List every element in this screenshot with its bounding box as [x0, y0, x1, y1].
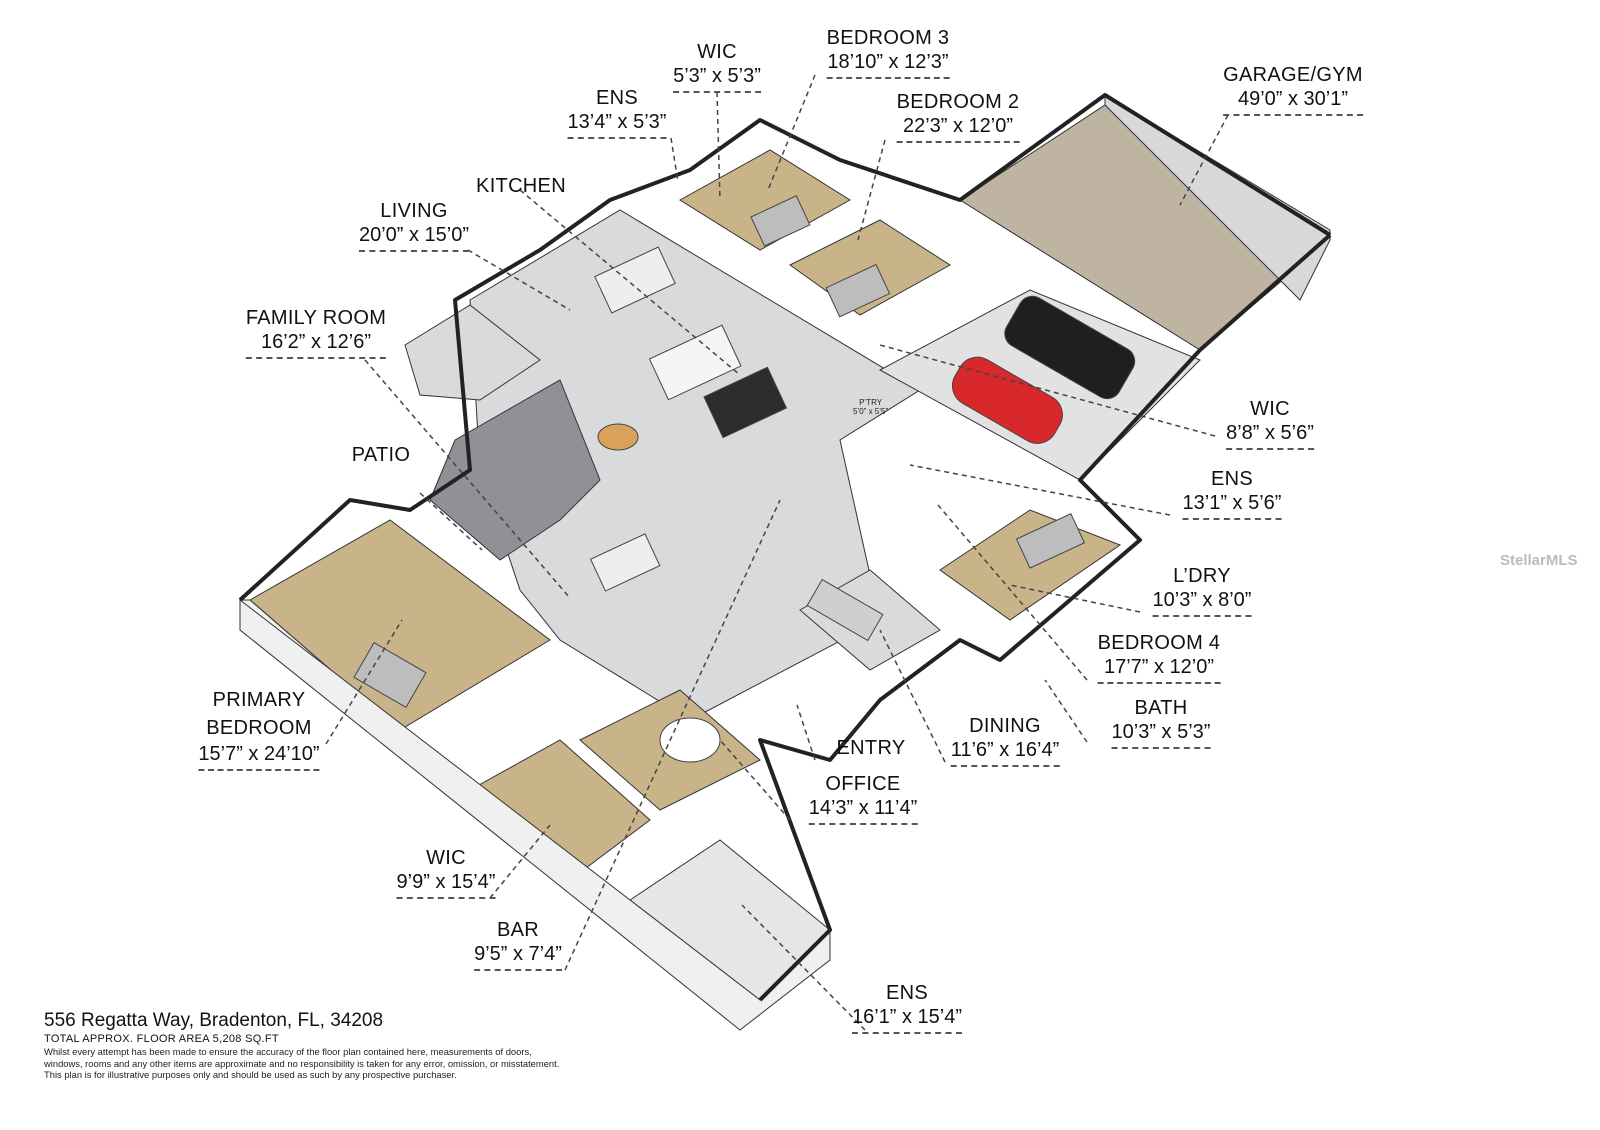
- garage-floor: [878, 289, 1201, 481]
- room-name: BEDROOM 2: [896, 91, 1020, 113]
- leader-lines: [325, 74, 1229, 1031]
- room-dimensions: 9’5” x 7’4”: [474, 942, 562, 971]
- room-name: BATH: [1134, 697, 1188, 719]
- room-label-bedroom-2: BEDROOM 2 22’3” x 12’0”: [896, 90, 1020, 143]
- disclaimer-line-3: This plan is for illustrative purposes o…: [44, 1069, 457, 1080]
- pantry-label: P’TRY 5’0” x 5’5”: [853, 398, 888, 416]
- room-label-wic-top: WIC 5’3” x 5’3”: [673, 40, 761, 93]
- room-dimensions: 16’1” x 15’4”: [851, 1005, 963, 1034]
- room-name: WIC: [1250, 398, 1290, 420]
- room-name: OFFICE: [825, 773, 901, 795]
- room-label-bar: BAR 9’5” x 7’4”: [474, 918, 562, 971]
- room-label-office: OFFICE 14’3” x 11’4”: [808, 772, 918, 825]
- room-label-garage-gym: GARAGE/GYM 49’0” x 30’1”: [1223, 63, 1363, 116]
- room-label-wic-primary: WIC 9’9” x 15’4”: [396, 846, 496, 899]
- room-dimensions: 13’1” x 5’6”: [1182, 491, 1282, 520]
- room-label-entry: ENTRY: [837, 736, 906, 760]
- room-label-bath: BATH 10’3” x 5’3”: [1111, 696, 1211, 749]
- pantry-dimensions: 5’0” x 5’5”: [853, 407, 889, 416]
- disclaimer-line-2: windows, rooms and any other items are a…: [44, 1057, 560, 1069]
- room-dimensions: 11’6” x 16’4”: [950, 738, 1060, 767]
- room-dimensions: 17’7” x 12’0”: [1097, 655, 1221, 684]
- room-dimensions: 10’3” x 5’3”: [1111, 720, 1211, 749]
- family-room-deck: [404, 304, 541, 401]
- room-label-ens-top: ENS 13’4” x 5’3”: [567, 86, 667, 139]
- room-dimensions: 16’2” x 12’6”: [245, 330, 387, 359]
- room-name: ENS: [1210, 468, 1254, 490]
- room-name: KITCHEN: [476, 175, 566, 197]
- room-label-bedroom-3: BEDROOM 3 18’10” x 12’3”: [826, 26, 950, 79]
- room-name: BAR: [496, 919, 540, 941]
- room-label-patio: PATIO: [352, 443, 411, 467]
- wall-outline-east: [758, 233, 1332, 1002]
- room-label-ens-primary: ENS 16’1” x 15’4”: [851, 981, 963, 1034]
- room-dimensions: 14’3” x 11’4”: [808, 796, 918, 825]
- room-label-laundry: L’DRY 10’3” x 8’0”: [1152, 564, 1252, 617]
- property-address: 556 Regatta Way, Bradenton, FL, 34208: [44, 1010, 384, 1031]
- room-dimensions: 49’0” x 30’1”: [1223, 87, 1363, 116]
- room-name: BEDROOM 4: [1097, 632, 1221, 654]
- room-label-ens-mid: ENS 13’1” x 5’6”: [1182, 467, 1282, 520]
- room-name: FAMILY ROOM: [245, 307, 387, 329]
- room-label-bedroom-4: BEDROOM 4 17’7” x 12’0”: [1097, 631, 1221, 684]
- room-dimensions: 15’7” x 24’10”: [198, 742, 320, 771]
- room-dimensions: 8’8” x 5’6”: [1226, 421, 1314, 450]
- room-label-wic-garage: WIC 8’8” x 5’6”: [1226, 397, 1314, 450]
- room-name: ENS: [885, 982, 929, 1004]
- room-name: PRIMARY BEDROOM: [206, 689, 312, 739]
- room-label-family-room: FAMILY ROOM 16’2” x 12’6”: [245, 306, 387, 359]
- room-name: ENTRY: [836, 737, 906, 759]
- room-name: ENS: [595, 87, 639, 109]
- room-label-kitchen: KITCHEN: [476, 174, 566, 198]
- furniture: [353, 195, 1136, 763]
- room-dimensions: 13’4” x 5’3”: [567, 110, 667, 139]
- room-name: WIC: [426, 847, 466, 869]
- room-dimensions: 20’0” x 15’0”: [358, 223, 470, 252]
- room-name: BEDROOM 3: [826, 27, 950, 49]
- room-name: PATIO: [351, 444, 411, 466]
- garage-slat-wall: [1104, 94, 1331, 301]
- room-dimensions: 18’10” x 12’3”: [826, 50, 950, 79]
- pantry-name: P’TRY: [859, 398, 883, 407]
- room-name: L’DRY: [1173, 565, 1231, 587]
- room-name: WIC: [697, 41, 737, 63]
- room-dimensions: 22’3” x 12’0”: [896, 114, 1020, 143]
- room-name: LIVING: [380, 200, 448, 222]
- room-name: DINING: [969, 715, 1041, 737]
- room-label-living: LIVING 20’0” x 15’0”: [358, 199, 470, 252]
- room-label-primary-bedroom: PRIMARY BEDROOM 15’7” x 24’10”: [198, 686, 320, 771]
- floor-area: TOTAL APPROX. FLOOR AREA 5,208 SQ.FT: [44, 1033, 279, 1045]
- room-dimensions: 9’9” x 15’4”: [396, 870, 496, 899]
- wall-outline-west: [238, 93, 1332, 602]
- watermark: StellarMLS: [1500, 552, 1578, 569]
- bedroom-3-floor: [679, 149, 851, 251]
- room-dimensions: 10’3” x 8’0”: [1152, 588, 1252, 617]
- room-dimensions: 5’3” x 5’3”: [673, 64, 761, 93]
- patio-walkway: [429, 379, 601, 561]
- room-name: GARAGE/GYM: [1223, 64, 1363, 86]
- disclaimer-line-1: Whilst every attempt has been made to en…: [44, 1046, 532, 1057]
- room-label-dining: DINING 11’6” x 16’4”: [950, 714, 1060, 767]
- plan-footer: 556 Regatta Way, Bradenton, FL, 34208 TO…: [44, 1010, 744, 1081]
